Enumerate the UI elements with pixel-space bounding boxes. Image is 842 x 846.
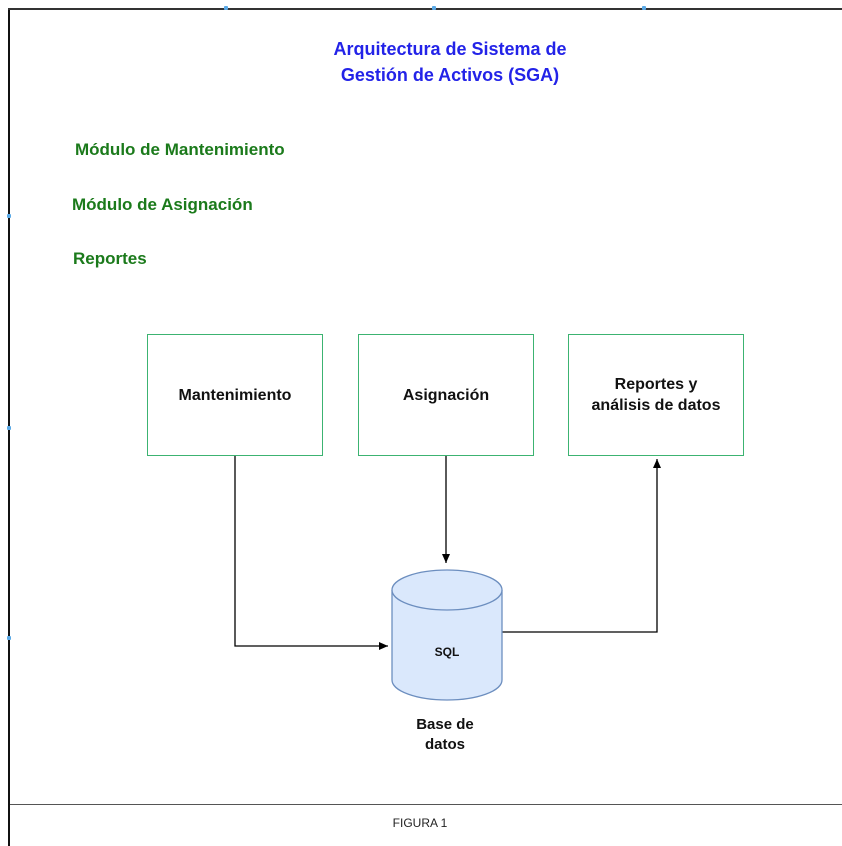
edge-database-to-reports xyxy=(502,459,661,633)
caption-divider xyxy=(10,804,842,805)
maintenance-box: Mantenimiento xyxy=(147,334,323,456)
database-label-line-1: Base de xyxy=(416,716,474,733)
module-assignment-label: Módulo de Asignación xyxy=(72,195,253,214)
reports-box: Reportes y análisis de datos xyxy=(568,334,744,456)
page-top-border xyxy=(8,8,842,10)
maintenance-box-label: Mantenimiento xyxy=(178,386,292,404)
diagram-title: Arquitectura de Sistema de Gestión de Ac… xyxy=(240,36,660,88)
ruler-tick xyxy=(432,6,436,10)
assignment-box: Asignación xyxy=(358,334,534,456)
ruler-tick xyxy=(7,426,11,430)
figure-caption: FIGURA 1 xyxy=(392,816,448,830)
reports-box-label-line-2: análisis de datos xyxy=(591,397,721,414)
database-label-line-2: datos xyxy=(424,736,465,753)
database-label: Base de datos xyxy=(380,715,510,755)
edge-maintenance-to-database xyxy=(234,456,388,650)
database-cylinder-icon xyxy=(391,569,503,701)
module-reports-label: Reportes xyxy=(73,249,147,268)
reports-box-label-line-1: Reportes y xyxy=(614,376,698,393)
title-line-2: Gestión de Activos (SGA) xyxy=(340,65,560,85)
ruler-tick xyxy=(642,6,646,10)
assignment-box-label: Asignación xyxy=(402,386,490,404)
ruler-tick xyxy=(7,636,11,640)
database-sql-label: SQL xyxy=(434,645,460,659)
module-maintenance-label: Módulo de Mantenimiento xyxy=(75,140,285,159)
ruler-tick xyxy=(224,6,228,10)
ruler-tick xyxy=(7,214,11,218)
title-line-1: Arquitectura de Sistema de xyxy=(333,39,567,59)
